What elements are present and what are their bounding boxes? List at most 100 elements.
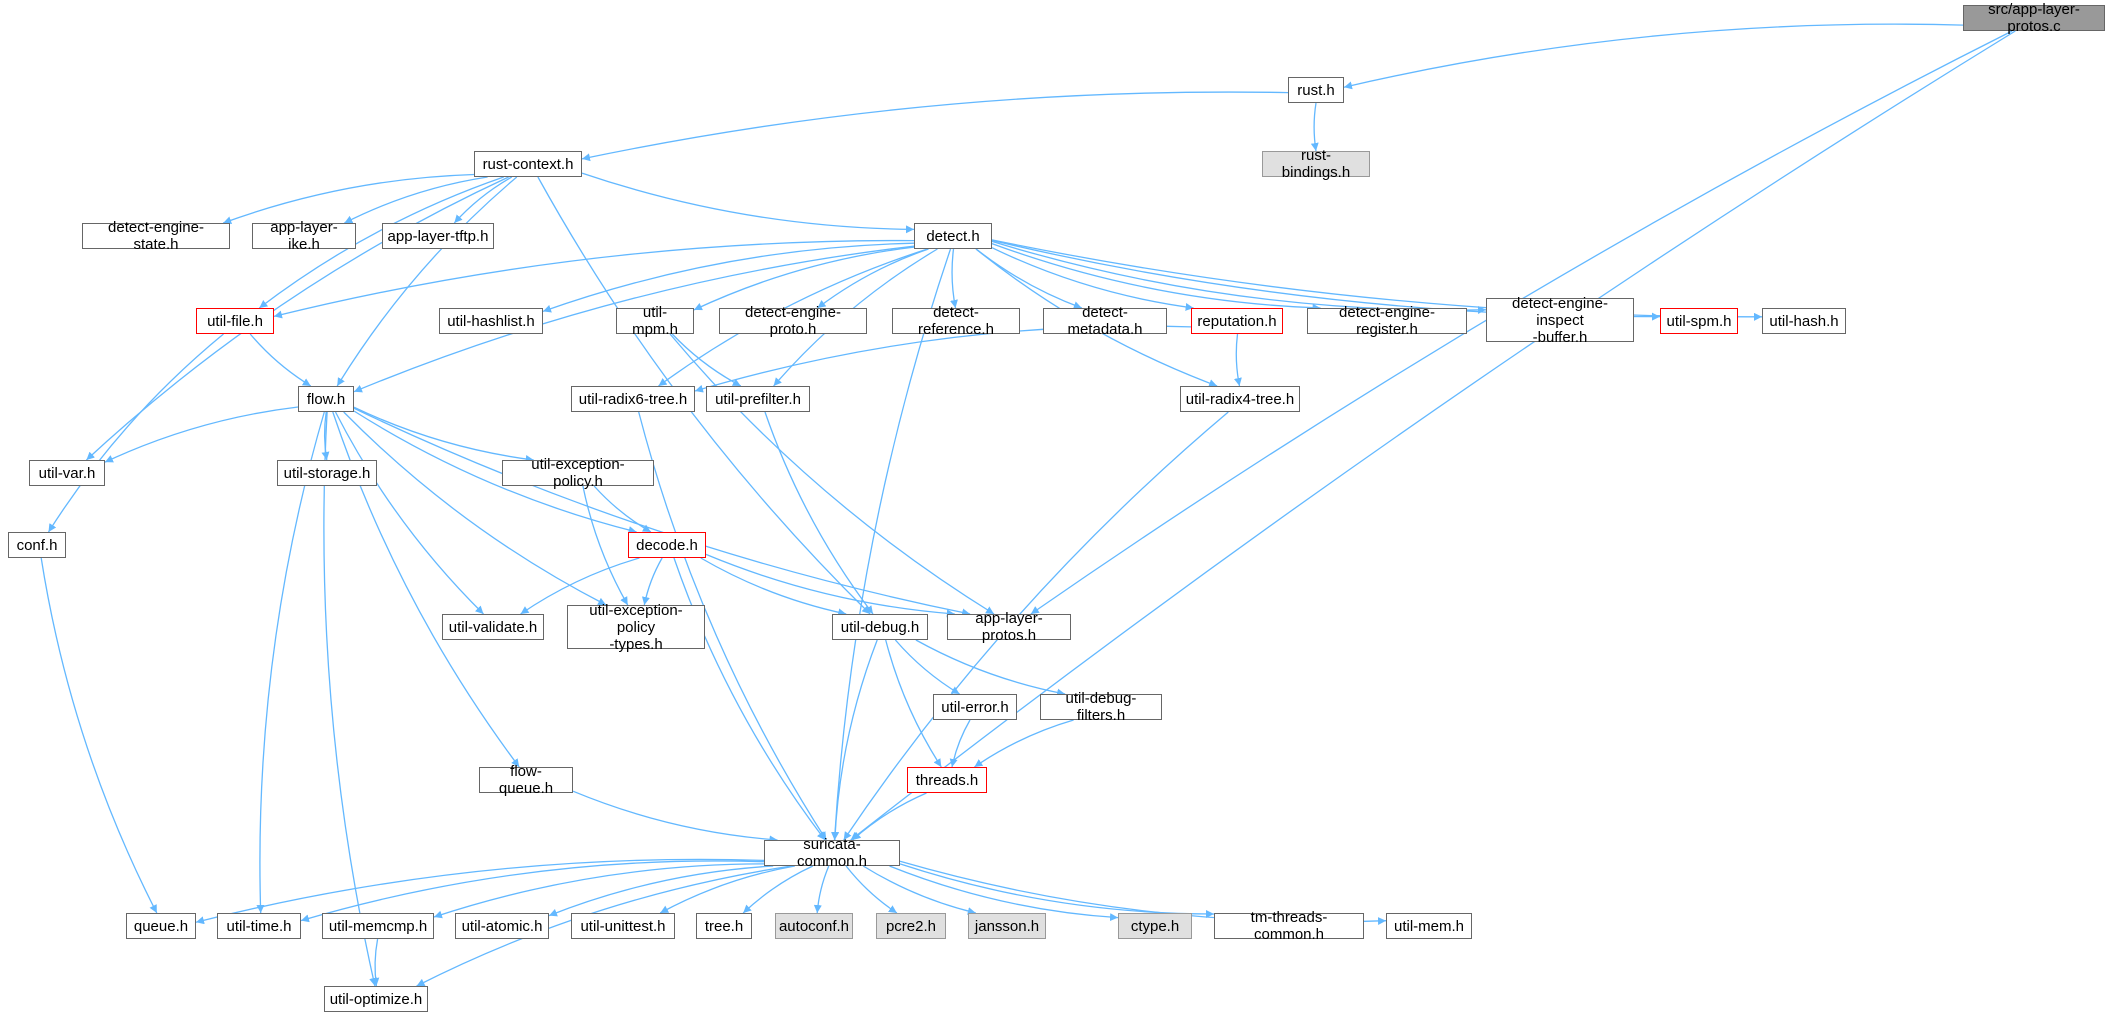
edge-reputation-h-to-util-radix4-tree-h bbox=[1233, 333, 1242, 387]
edge-suricata-common-h-to-tm-threads-common-h bbox=[899, 863, 1215, 919]
node-detect-engine-state-h[interactable]: detect-engine-state.h bbox=[82, 219, 230, 253]
edge-util-file-h-to-flow-h bbox=[249, 333, 312, 387]
node-util-debug-filters-h[interactable]: util-debug-filters.h bbox=[1040, 690, 1162, 724]
edge-detect-h-to-detect-engine-register-h bbox=[991, 242, 1321, 312]
edge-detect-h-to-util-hash-h bbox=[991, 239, 1763, 321]
edge-flow-h-to-decode-h bbox=[353, 410, 637, 534]
edge-suricata-common-h-to-tree-h bbox=[742, 865, 814, 914]
node-detect-engine-proto-h[interactable]: detect-engine-proto.h bbox=[719, 304, 867, 338]
node-util-error-h[interactable]: util-error.h bbox=[933, 694, 1017, 720]
edge-flow-h-to-app-layer-protos-h bbox=[353, 407, 971, 617]
edge-detect-h-to-reputation-h bbox=[991, 247, 1194, 311]
node-detect-reference-h[interactable]: detect-reference.h bbox=[892, 304, 1020, 338]
edge-rust-context-h-to-app-layer-tftp-h bbox=[453, 176, 513, 224]
edge-flow-h-to-util-validate-h bbox=[334, 411, 484, 615]
node-autoconf-h: autoconf.h bbox=[775, 913, 853, 939]
node-flow-queue-h[interactable]: flow-queue.h bbox=[479, 763, 573, 797]
node-util-atomic-h[interactable]: util-atomic.h bbox=[455, 913, 549, 939]
edge-suricata-common-h-to-pcre2-h bbox=[845, 865, 898, 914]
edge-detect-h-to-util-mpm-h bbox=[693, 246, 915, 311]
edge-util-radix6-tree-h-to-suricata-common-h bbox=[638, 411, 827, 841]
node-suricata-common-h[interactable]: suricata-common.h bbox=[764, 836, 900, 870]
edge-decode-h-to-util-exception-policy-types-h bbox=[641, 557, 663, 606]
node-detect-engine-register-h[interactable]: detect-engine-register.h bbox=[1307, 304, 1467, 338]
edge-flow-h-to-util-exception-policy-h bbox=[353, 406, 534, 463]
node-util-radix4-tree-h[interactable]: util-radix4-tree.h bbox=[1180, 386, 1300, 412]
edge-app-layer-protos-c-to-suricata-common-h bbox=[850, 30, 2016, 841]
node-app-layer-protos-c[interactable]: src/app-layer-protos.c bbox=[1963, 1, 2105, 35]
node-tm-threads-common-h[interactable]: tm-threads-common.h bbox=[1214, 909, 1364, 943]
edge-detect-h-to-flow-h bbox=[353, 245, 915, 393]
node-tree-h[interactable]: tree.h bbox=[696, 913, 752, 939]
edge-suricata-common-h-to-ctype-h bbox=[889, 865, 1119, 922]
edge-flow-h-to-util-storage-h bbox=[321, 411, 330, 461]
node-threads-h[interactable]: threads.h bbox=[907, 767, 987, 793]
edge-util-exception-policy-h-to-util-exception-policy-types-h bbox=[582, 485, 629, 606]
node-util-prefilter-h[interactable]: util-prefilter.h bbox=[706, 386, 810, 412]
edge-util-mpm-h-to-util-prefilter-h bbox=[671, 333, 742, 387]
edge-detect-h-to-util-hashlist-h bbox=[542, 242, 915, 313]
node-util-exception-policy-h[interactable]: util-exception-policy.h bbox=[502, 456, 654, 490]
edge-detect-h-to-util-file-h bbox=[273, 239, 915, 319]
node-util-spm-h[interactable]: util-spm.h bbox=[1660, 308, 1738, 334]
node-util-exception-policy-types-h[interactable]: util-exception-policy -types.h bbox=[567, 602, 705, 653]
node-util-storage-h[interactable]: util-storage.h bbox=[277, 460, 377, 486]
edge-detect-h-to-detect-engine-inspect-buffer-h bbox=[991, 240, 1487, 314]
edge-decode-h-to-app-layer-protos-h bbox=[705, 553, 955, 618]
node-rust-context-h[interactable]: rust-context.h bbox=[474, 151, 582, 177]
node-util-mpm-h[interactable]: util-mpm.h bbox=[616, 304, 694, 338]
node-util-unittest-h[interactable]: util-unittest.h bbox=[571, 913, 675, 939]
edge-rust-context-h-to-detect-engine-state-h bbox=[222, 173, 475, 225]
node-util-file-h[interactable]: util-file.h bbox=[196, 308, 274, 334]
node-util-hash-h[interactable]: util-hash.h bbox=[1762, 308, 1846, 334]
node-flow-h[interactable]: flow.h bbox=[298, 386, 354, 412]
node-conf-h[interactable]: conf.h bbox=[8, 532, 66, 558]
edge-detect-h-to-util-radix6-tree-h bbox=[658, 248, 928, 387]
edge-flow-h-to-util-optimize-h bbox=[323, 411, 378, 987]
edge-util-error-h-to-threads-h bbox=[949, 719, 971, 768]
edge-util-memcmp-h-to-util-optimize-h bbox=[371, 938, 380, 987]
node-reputation-h[interactable]: reputation.h bbox=[1191, 308, 1283, 334]
edge-rust-h-to-rust-bindings-h bbox=[1310, 102, 1319, 152]
edge-rust-h-to-rust-context-h bbox=[581, 91, 1289, 162]
node-decode-h[interactable]: decode.h bbox=[628, 532, 706, 558]
edge-flow-h-to-util-time-h bbox=[256, 411, 325, 914]
edge-util-exception-policy-h-to-decode-h bbox=[593, 485, 652, 533]
node-util-memcmp-h[interactable]: util-memcmp.h bbox=[322, 913, 434, 939]
edge-suricata-common-h-to-util-unittest-h bbox=[659, 865, 795, 914]
edge-flow-h-to-util-exception-policy-types-h bbox=[343, 411, 607, 606]
edge-suricata-common-h-to-autoconf-h bbox=[813, 865, 830, 914]
node-app-layer-ike-h[interactable]: app-layer-ike.h bbox=[252, 219, 356, 253]
node-util-var-h[interactable]: util-var.h bbox=[29, 460, 105, 486]
edge-app-layer-protos-c-to-rust-h bbox=[1343, 23, 1964, 90]
edge-flow-queue-h-to-suricata-common-h bbox=[572, 790, 778, 844]
node-util-radix6-tree-h[interactable]: util-radix6-tree.h bbox=[571, 386, 695, 412]
node-detect-h[interactable]: detect.h bbox=[914, 223, 992, 249]
edge-util-debug-filters-h-to-threads-h bbox=[974, 719, 1074, 768]
edge-util-file-h-to-conf-h bbox=[47, 333, 224, 533]
edge-util-debug-h-to-threads-h bbox=[885, 639, 942, 768]
node-app-layer-tftp-h[interactable]: app-layer-tftp.h bbox=[382, 223, 494, 249]
edge-detect-h-to-detect-reference-h bbox=[950, 248, 958, 309]
node-app-layer-protos-h[interactable]: app-layer-protos.h bbox=[947, 610, 1071, 644]
node-jansson-h: jansson.h bbox=[968, 913, 1046, 939]
node-util-optimize-h[interactable]: util-optimize.h bbox=[324, 986, 428, 1012]
edge-util-prefilter-h-to-util-debug-h bbox=[764, 411, 874, 615]
node-detect-engine-inspect-buffer-h[interactable]: detect-engine-inspect -buffer.h bbox=[1486, 295, 1634, 346]
edge-rust-context-h-to-flow-h bbox=[336, 176, 518, 387]
node-util-validate-h[interactable]: util-validate.h bbox=[442, 614, 544, 640]
edge-threads-h-to-suricata-common-h bbox=[852, 792, 927, 841]
edge-conf-h-to-queue-h bbox=[40, 557, 158, 914]
node-queue-h[interactable]: queue.h bbox=[126, 913, 196, 939]
node-util-hashlist-h[interactable]: util-hashlist.h bbox=[439, 308, 543, 334]
edge-util-mpm-h-to-app-layer-protos-h bbox=[669, 333, 995, 615]
node-util-time-h[interactable]: util-time.h bbox=[217, 913, 301, 939]
node-detect-metadata-h[interactable]: detect-metadata.h bbox=[1043, 304, 1167, 338]
edge-rust-context-h-to-app-layer-ike-h bbox=[344, 176, 488, 224]
node-rust-h[interactable]: rust.h bbox=[1288, 77, 1344, 103]
node-pcre2-h: pcre2.h bbox=[876, 913, 946, 939]
edge-decode-h-to-util-debug-h bbox=[700, 557, 847, 617]
node-util-mem-h[interactable]: util-mem.h bbox=[1386, 913, 1472, 939]
node-util-debug-h[interactable]: util-debug.h bbox=[832, 614, 928, 640]
edge-suricata-common-h-to-queue-h bbox=[195, 858, 765, 925]
